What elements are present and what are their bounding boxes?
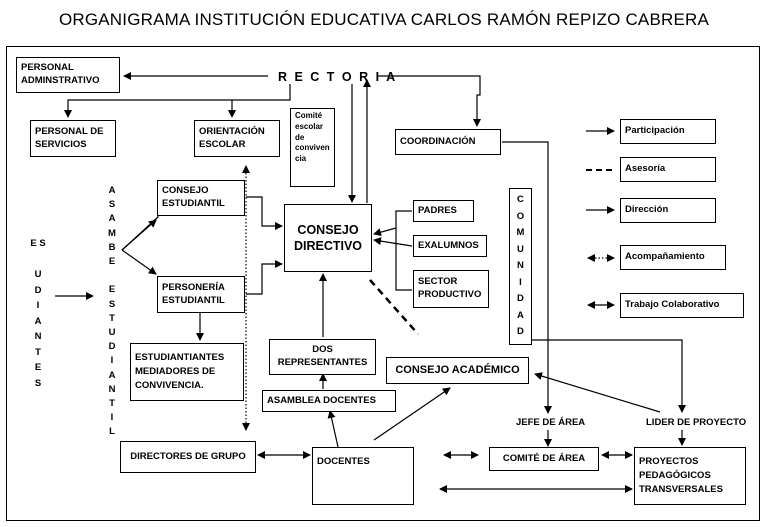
node-personal-administrativo: PERSONAL ADMINSTRATIVO [16,57,120,93]
legend-participacion: Participación [620,119,716,144]
edge-consejo-est-directivo [246,196,283,230]
edge-lider-academico [534,372,661,413]
node-personeria-estudiantil: PERSONERÍA ESTUDIANTIL [157,276,245,313]
edge-docentes-asamblea [327,410,339,448]
edge-asamblea-consejo-est [121,200,159,251]
node-docentes: DOCENTES [312,447,414,505]
node-consejo-academico: CONSEJO ACADÉMICO [386,357,529,384]
edge-exalumnos-directivo [373,237,413,247]
edge-docentes-academico [373,387,451,441]
edge-directivo-academico [369,279,419,335]
edge-comunidad-group [395,210,412,291]
diagram-frame [6,46,760,521]
diagram-title: ORGANIGRAMA INSTITUCIÓN EDUCATIVA CARLOS… [58,10,710,29]
legend-acompanamiento: Acompañamiento [620,245,726,270]
node-mediadores: ESTUDIANTIANTES MEDIADORES DE CONVIVENCI… [130,343,244,401]
node-jefe-area: JEFE DE ÁREA [516,417,586,428]
node-exalumnos: EXALUMNOS [413,235,487,257]
node-estudiantes: E S U D I A N T E S [30,238,46,389]
node-dos-representantes: DOS REPRESENTANTES [269,339,376,375]
node-personal-servicios: PERSONAL DE SERVICIOS [30,120,116,157]
node-comunidad: C O M U N I D A D [509,188,532,345]
node-directores-grupo: DIRECTORES DE GRUPO [120,441,256,473]
node-padres: PADRES [413,200,474,222]
node-proyectos: PROYECTOS PEDAGÓGICOS TRANSVERSALES [634,447,746,505]
legend-trabajo-colaborativo: Trabajo Colaborativo [620,293,744,318]
edge-personeria-directivo [246,260,283,295]
legend-direccion: Dirección [620,198,716,223]
edge-rectoria-servicios [64,84,291,118]
node-orientacion-escolar: ORIENTACIÓN ESCOLAR [194,120,280,157]
node-sector-productivo: SECTOR PRODUCTIVO [413,270,489,308]
legend-asesoria: Asesoría [620,157,716,182]
node-lider-proyecto: LIDER DE PROYECTO [646,417,747,428]
node-consejo-estudiantil: CONSEJO ESTUDIANTIL [157,180,245,216]
node-asamblea-docentes: ASAMBLEA DOCENTES [262,390,396,412]
edge-comunidad-lider [520,339,686,413]
node-coordinacion: COORDINACIÓN [395,129,501,155]
node-consejo-directivo: CONSEJO DIRECTIVO [284,204,372,272]
edge-asamblea-personeria [121,249,157,275]
edge-rectoria-coordinacion [378,75,481,127]
node-rectoria: R E C T O R I A [278,70,398,84]
edge-coordinacion-jefe [502,141,552,414]
node-comite-area: COMITÉ DE ÁREA [489,447,599,471]
node-asamblea-estudiantil: A S A M B E E S T U D I A N T I L [108,185,116,438]
node-comite-convivencia: Comité escolar de conviven cia [290,108,335,187]
